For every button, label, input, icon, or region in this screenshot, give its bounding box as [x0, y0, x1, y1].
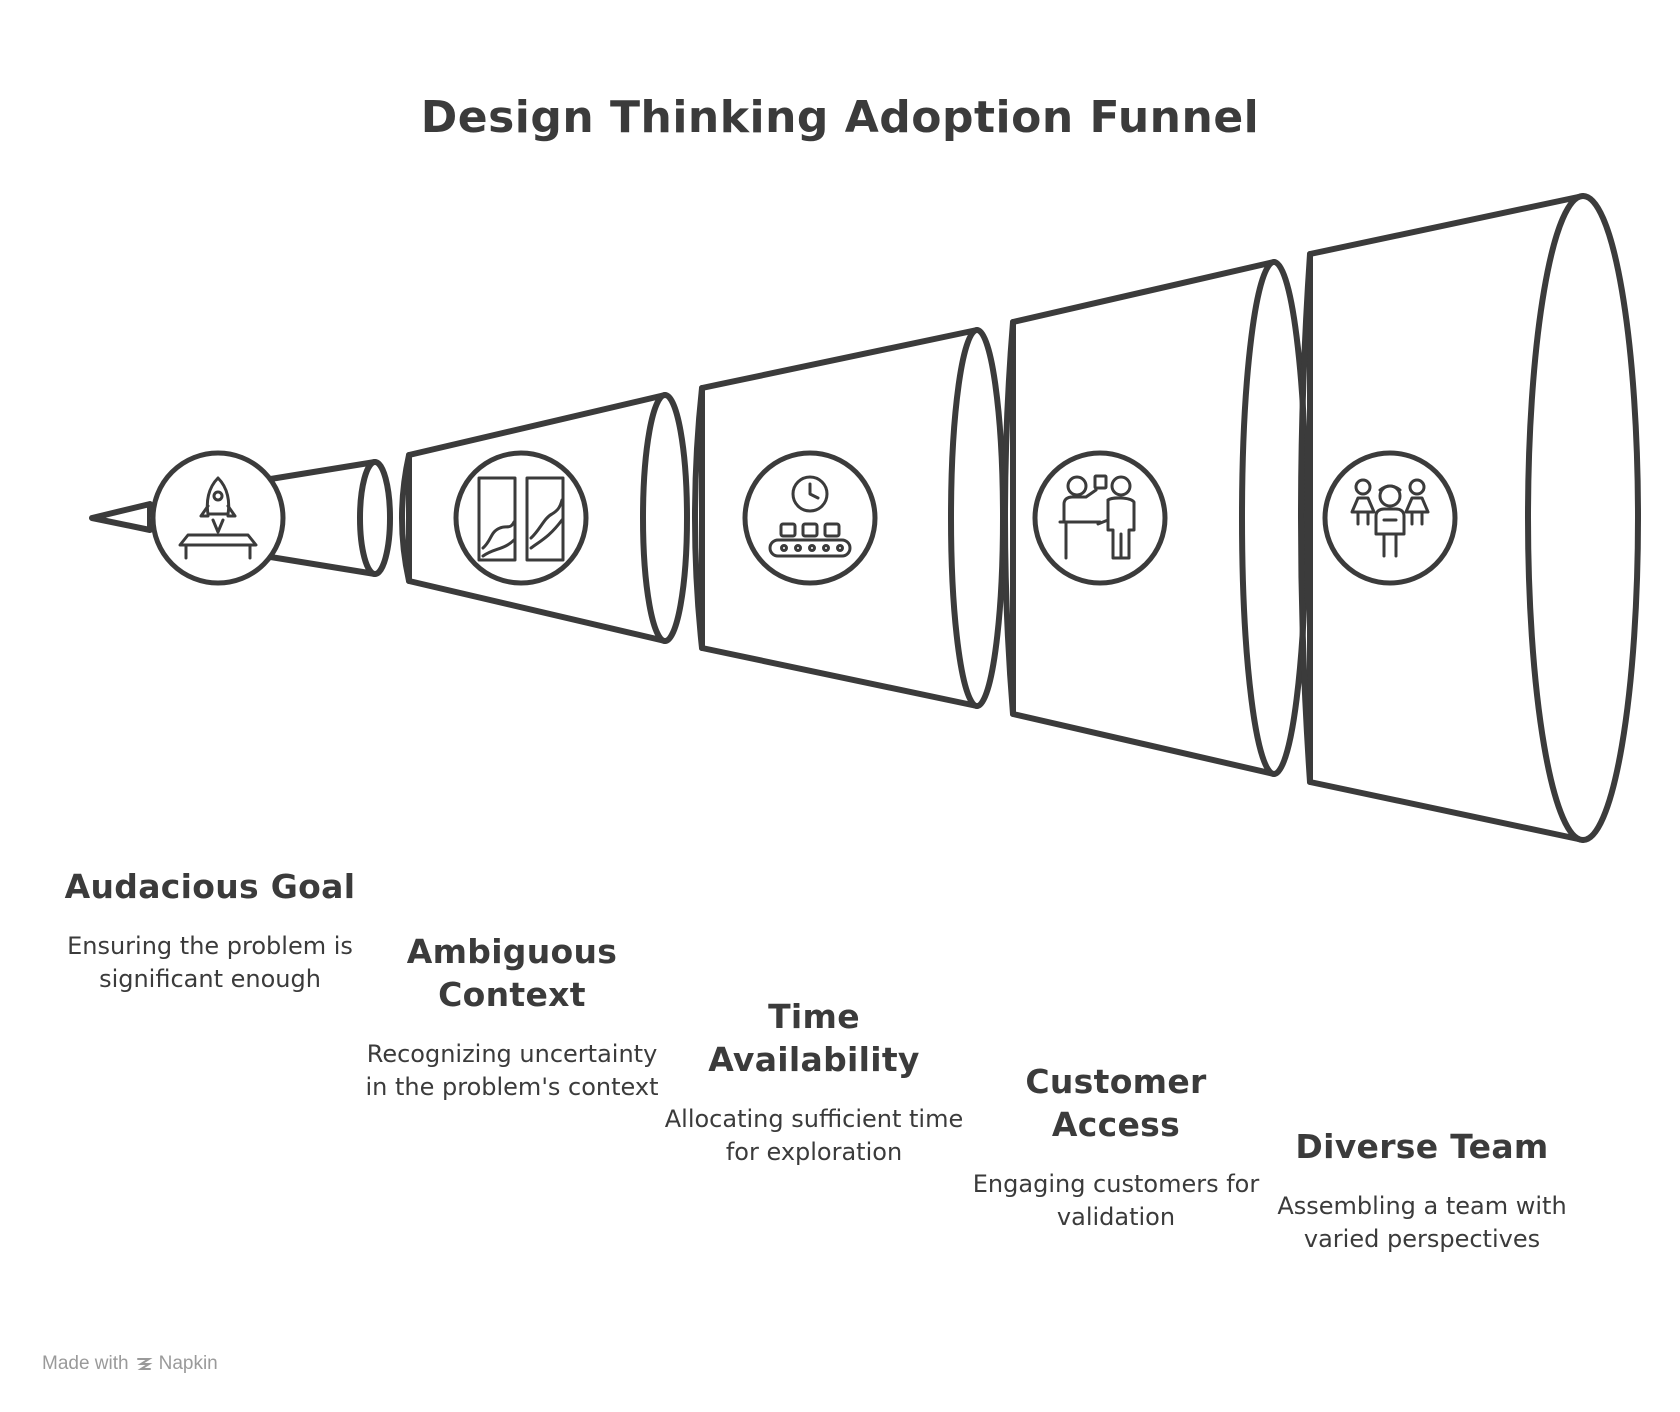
- credit-brand: Napkin: [158, 1353, 218, 1374]
- window-landscape-icon: [453, 450, 589, 586]
- rocket-icon: [150, 450, 286, 586]
- stage-title: Ambiguous Context: [406, 932, 618, 1014]
- clock-conveyor-icon: [742, 450, 878, 586]
- stage-title: Customer Access: [1025, 1062, 1207, 1144]
- stage-description: Engaging customers for validation: [972, 1170, 1260, 1231]
- napkin-logo-icon: [136, 1358, 153, 1370]
- stage-title: Audacious Goal: [64, 867, 356, 906]
- customer-presentation-icon: [1032, 450, 1168, 586]
- stage-time-availability: Time Availability Allocating sufficient …: [664, 995, 964, 1169]
- stage-description: Assembling a team with varied perspectiv…: [1277, 1192, 1567, 1253]
- stage-title: Diverse Team: [1295, 1127, 1549, 1166]
- stage-description: Ensuring the problem is significant enou…: [67, 932, 353, 993]
- stage-customer-access: Customer Access Engaging customers for v…: [966, 1060, 1266, 1234]
- stage-audacious-goal: Audacious Goal Ensuring the problem is s…: [60, 865, 360, 996]
- stage-description: Recognizing uncertainty in the problem's…: [365, 1040, 659, 1101]
- made-with-napkin-credit: Made with Napkin: [42, 1353, 218, 1375]
- credit-prefix: Made with: [42, 1353, 129, 1374]
- stage-description: Allocating sufficient time for explorati…: [664, 1105, 964, 1166]
- diagram-title: Design Thinking Adoption Funnel: [420, 92, 1260, 143]
- stage-ambiguous-context: Ambiguous Context Recognizing uncertaint…: [362, 930, 662, 1104]
- stage-diverse-team: Diverse Team Assembling a team with vari…: [1272, 1125, 1572, 1256]
- funnel-tip: [89, 501, 153, 533]
- team-icon: [1322, 450, 1458, 586]
- stage-title: Time Availability: [708, 997, 920, 1079]
